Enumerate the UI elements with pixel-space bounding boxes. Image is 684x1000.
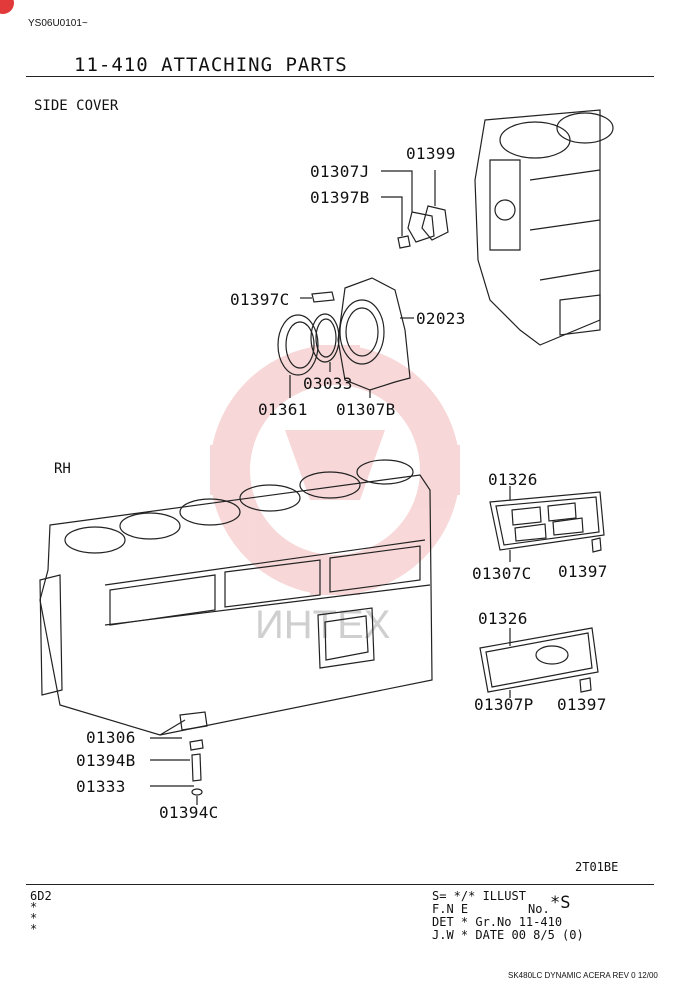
seal-01361 — [277, 314, 319, 376]
side-cover-01326-upper — [489, 491, 605, 551]
part-label-01306: 01306 — [86, 728, 136, 747]
part-label-01333: 01333 — [76, 777, 126, 796]
part-label-02023: 02023 — [416, 309, 466, 328]
illustration-code: 2T01BE — [575, 860, 619, 874]
fitting-01394C — [191, 788, 203, 796]
footer-line-jw: J.W * DATE 00 8/5 (0) — [432, 928, 584, 942]
star-mark: * — [30, 900, 38, 914]
model-code: 6D2 — [30, 889, 52, 903]
part-label-01397-upper: 01397 — [558, 562, 608, 581]
bolt-01397-upper — [591, 537, 602, 553]
footer-no-value: *S — [550, 893, 571, 913]
engine-block-side-view — [474, 109, 614, 346]
part-label-01361: 01361 — [258, 400, 308, 419]
watermark-text: ИНТЕХ — [255, 603, 390, 647]
bolt-01397B — [397, 235, 411, 249]
part-label-01307P: 01307P — [474, 695, 534, 714]
fitting-01394B — [189, 739, 204, 751]
part-label-01397C: 01397C — [230, 290, 290, 309]
housing-02023 — [337, 277, 411, 391]
side-cover-01326-lower — [479, 627, 599, 693]
part-label-01307C: 01307C — [472, 564, 532, 583]
footer-no-label: No. — [528, 902, 550, 916]
part-label-01307J: 01307J — [310, 162, 370, 181]
plate-01307J — [407, 211, 435, 243]
part-label-01397-lower: 01397 — [557, 695, 607, 714]
ring-03033 — [310, 313, 340, 363]
footer-line-det: DET * Gr.No 11-410 — [432, 915, 563, 929]
bolt-01397-lower — [579, 677, 592, 693]
corner-marker — [0, 0, 14, 14]
revision-note: SK480LC DYNAMIC ACERA REV 0 12/00 — [508, 971, 658, 980]
star-marks: * * * — [30, 900, 38, 936]
engine-block-rh-view — [39, 459, 433, 736]
part-label-01399: 01399 — [406, 144, 456, 163]
footer-line-fne: F.N E — [432, 902, 469, 916]
footer-rule — [26, 884, 654, 885]
part-label-01307B: 01307B — [336, 400, 396, 419]
page-title: 11-410 ATTACHING PARTS — [74, 54, 348, 76]
pipe-01333 — [191, 753, 202, 782]
section-rh: RH — [54, 461, 71, 477]
part-label-01326-upper: 01326 — [488, 470, 538, 489]
star-mark: * — [30, 911, 38, 925]
part-label-01326-lower: 01326 — [478, 609, 528, 628]
part-label-01397B: 01397B — [310, 188, 370, 207]
star-mark: * — [30, 922, 38, 936]
gasket-01399 — [421, 205, 449, 241]
section-side-cover: SIDE COVER — [34, 98, 119, 114]
title-rule — [26, 76, 654, 77]
bolt-01397C — [311, 291, 335, 303]
document-code: YS06U0101~ — [28, 18, 88, 29]
part-label-01394B: 01394B — [76, 751, 136, 770]
part-label-03033: 03033 — [303, 374, 353, 393]
watermark-gear-icon — [210, 345, 460, 595]
part-label-01394C: 01394C — [159, 803, 219, 822]
footer-line-illust: S= */* ILLUST — [432, 889, 526, 903]
sensor-01306 — [179, 711, 208, 731]
